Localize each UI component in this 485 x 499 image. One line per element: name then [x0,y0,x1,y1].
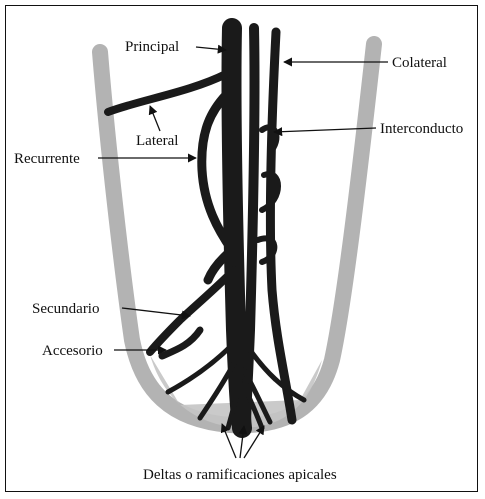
label-secundario: Secundario [32,301,99,317]
leader-principal [196,47,226,50]
label-interconducto: Interconducto [380,121,463,137]
label-accesorio: Accesorio [42,343,103,359]
lateral-canal [108,74,226,112]
label-deltas: Deltas o ramificaciones apicales [143,467,337,483]
main-canal-strand [246,28,255,428]
leader-lateral [150,106,160,131]
colateral-canal [270,32,292,420]
label-colateral: Colateral [392,55,447,71]
label-principal: Principal [125,39,179,55]
label-recurrente: Recurrente [14,151,80,167]
label-lateral: Lateral [136,133,178,149]
